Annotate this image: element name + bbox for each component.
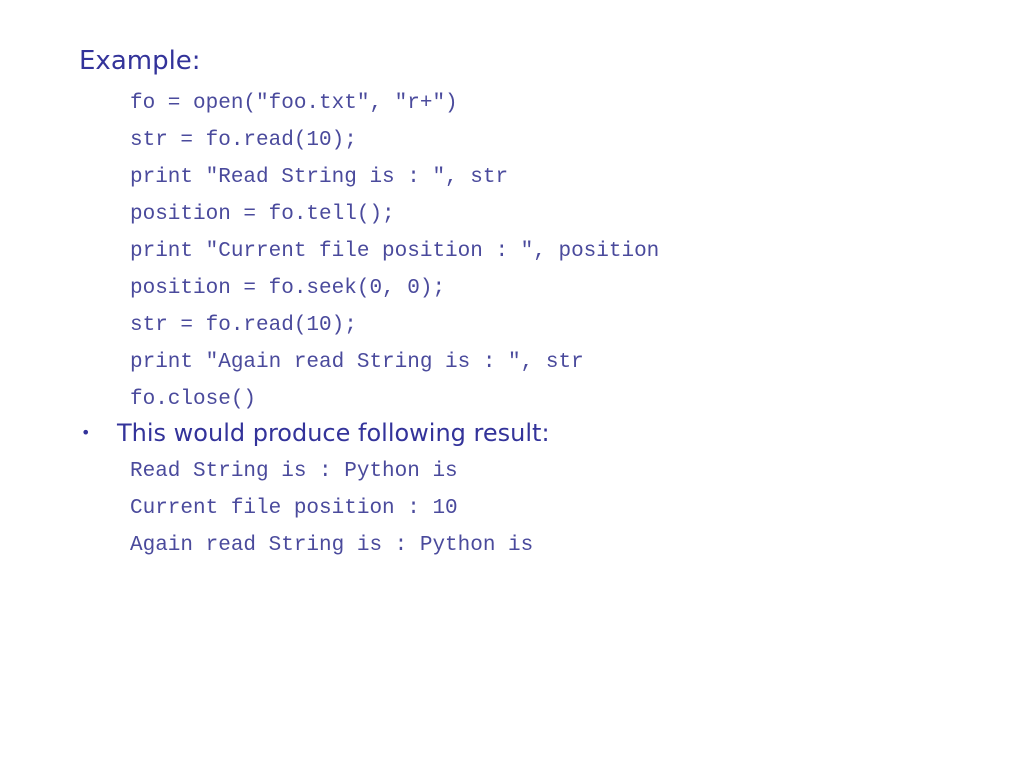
code-line: print "Current file position : ", positi… bbox=[130, 240, 660, 263]
bullet-text: This would produce following result: bbox=[117, 419, 550, 447]
output-line: Again read String is : Python is bbox=[130, 534, 534, 557]
code-line: print "Again read String is : ", str bbox=[130, 351, 584, 374]
code-line: str = fo.read(10); bbox=[130, 129, 357, 152]
code-line: position = fo.seek(0, 0); bbox=[130, 277, 446, 300]
code-line: print "Read String is : ", str bbox=[130, 166, 509, 189]
code-line: str = fo.read(10); bbox=[130, 314, 357, 337]
result-bullet: • This would produce following result: bbox=[81, 416, 550, 450]
code-example-block: fo = open("foo.txt", "r+") str = fo.read… bbox=[130, 85, 659, 418]
output-line: Current file position : 10 bbox=[130, 497, 458, 520]
slide-heading: Example: bbox=[79, 46, 201, 76]
code-output-block: Read String is : Python is Current file … bbox=[130, 453, 533, 564]
bullet-marker: • bbox=[81, 423, 91, 442]
code-line: position = fo.tell(); bbox=[130, 203, 395, 226]
code-line: fo = open("foo.txt", "r+") bbox=[130, 92, 458, 115]
output-line: Read String is : Python is bbox=[130, 460, 458, 483]
code-line: fo.close() bbox=[130, 388, 257, 411]
